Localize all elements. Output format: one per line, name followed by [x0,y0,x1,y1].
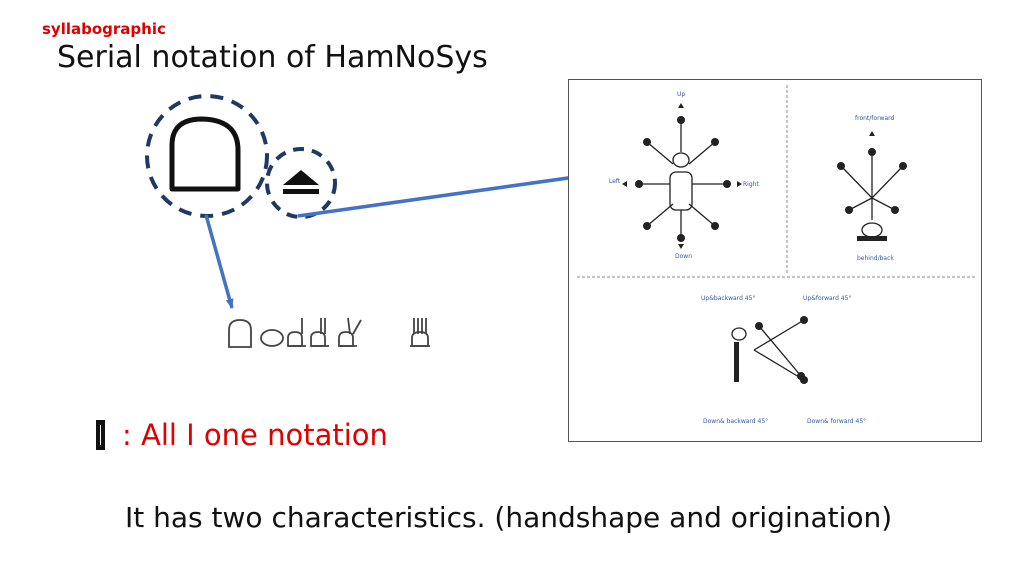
lower-section: Up&backward 45° Up&forward 45° Down& bac… [701,295,866,425]
orientation-diagram-art: Up Left Right Down [577,85,975,425]
upper-left-section: Up Left Right Down [609,91,759,260]
label-down-forward: Down& forward 45° [807,418,866,425]
handshape-highlight-circle [145,94,269,218]
label-behind-back: behind/back [857,255,894,262]
upper-right-section: front/forward behind/back [837,115,907,262]
slide-title: Serial notation of HamNoSys [57,40,488,75]
flat-hand-icon [228,319,252,348]
label-right: Right [743,181,759,188]
spread-two-icon [338,317,362,347]
section-tag: syllabographic [42,20,166,38]
orientation-highlight-circle [265,147,337,219]
arrow-to-handshapes [204,214,234,309]
fist-icon [260,329,284,347]
label-up: Up [677,91,685,98]
orientation-base-bar [283,189,319,194]
bracket-icon [96,420,105,450]
one-finger-icon [287,318,306,347]
label-left: Left [609,178,621,185]
flat-hand-symbol [169,116,241,192]
label-front-forward: front/forward [855,115,894,122]
characteristics-text: It has two characteristics. (handshape a… [125,501,893,534]
two-finger-icon [310,318,329,347]
three-finger-icon [410,318,430,347]
legend-text: : All I one notation [122,418,388,452]
label-up-backward: Up&backward 45° [701,295,755,302]
label-down-backward: Down& backward 45° [703,418,768,425]
label-down: Down [675,253,692,260]
up-orientation-symbol [283,170,319,185]
handshape-sequence [228,317,430,348]
orientation-diagram: Up Left Right Down [568,79,982,442]
label-up-forward: Up&forward 45° [803,295,851,302]
